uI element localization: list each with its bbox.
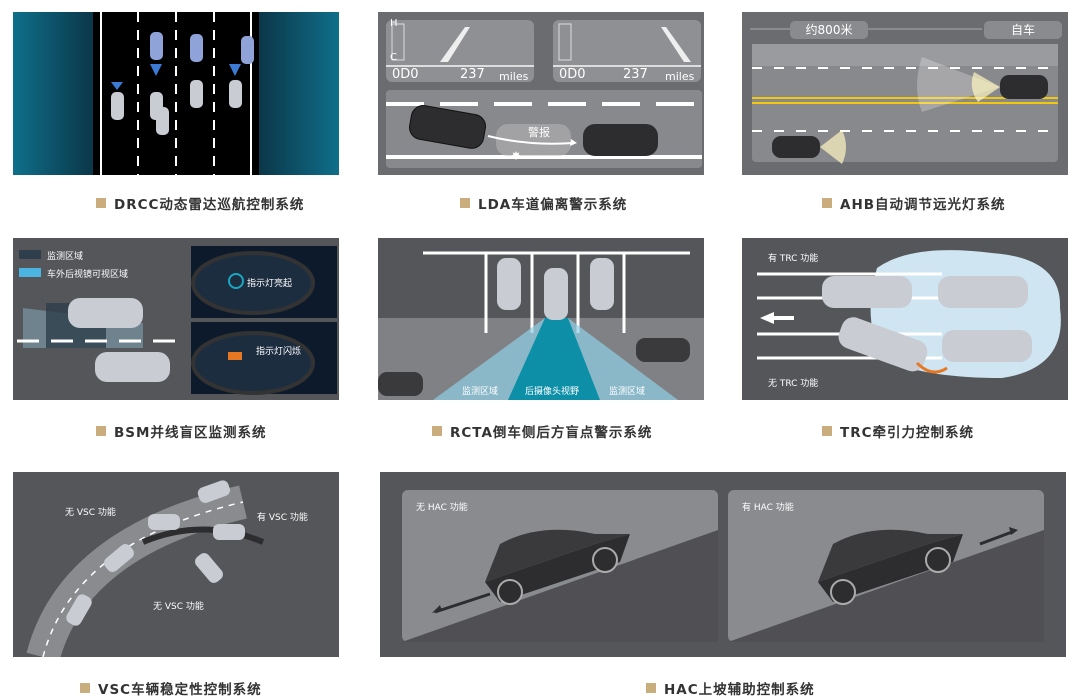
miles-value: 237 [623,67,648,82]
camera-label: 后摄像头视野 [525,387,580,397]
without-vsc-top: 无 VSC 功能 [65,508,116,518]
caption-lda: LDA车道偏离警示系统 [460,193,627,213]
miles-unit: miles [499,70,529,83]
caption-text: TRC牵引力控制系统 [840,425,975,441]
bullet-icon [822,198,832,208]
bullet-icon [432,426,442,436]
with-vsc-label: 有 VSC 功能 [257,513,308,523]
bullet-icon [460,198,470,208]
gauge-h-label: H [390,18,398,29]
warning-label: 警报 [528,126,550,139]
zone-right-label: 监测区域 [609,387,646,397]
caption-rcta: RCTA倒车侧后方盲点警示系统 [432,421,652,441]
with-trc-label: 有 TRC 功能 [768,254,819,264]
caption-text: RCTA倒车侧后方盲点警示系统 [450,425,653,441]
caption-ahb: AHB自动调节远光灯系统 [822,193,1006,213]
miles-unit: miles [665,70,695,83]
caption-bsm: BSM并线盲区监测系统 [96,421,266,441]
indicator-on-label: 指示灯亮起 [247,279,293,289]
bsm-illustration: 监测区域 车外后视镜可视区域 指示灯亮起 指示灯闪烁 [13,238,339,400]
caption-text: LDA车道偏离警示系统 [478,197,628,213]
bullet-icon [646,683,656,693]
without-hac-label: 无 HAC 功能 [416,503,468,513]
caption-text: DRCC动态雷达巡航控制系统 [114,197,305,213]
miles-value: 237 [460,67,485,82]
legend-mirror: 车外后视镜可视区域 [47,270,129,280]
hac-illustration: 无 HAC 功能 有 HAC 功能 [380,472,1066,657]
without-vsc-bottom: 无 VSC 功能 [153,602,204,612]
odo-label: 0D0 [392,67,419,82]
caption-trc: TRC牵引力控制系统 [822,421,974,441]
bullet-icon [822,426,832,436]
caption-hac: HAC上坡辅助控制系统 [646,678,815,698]
caption-vsc: VSC车辆稳定性控制系统 [80,678,262,698]
ahb-illustration: 约800米 自车 [742,12,1068,175]
svg-text:✸: ✸ [511,149,521,163]
trc-illustration: 有 TRC 功能 无 TRC 功能 [742,238,1068,400]
without-trc-label: 无 TRC 功能 [768,379,819,389]
vsc-illustration: 无 VSC 功能 有 VSC 功能 无 VSC 功能 [13,472,339,657]
caption-drcc: DRCC动态雷达巡航控制系统 [96,193,304,213]
odo-label: 0D0 [559,67,586,82]
bullet-icon [96,198,106,208]
with-hac-label: 有 HAC 功能 [742,503,794,513]
own-car-label: 自车 [984,21,1062,39]
rcta-illustration: 监测区域 后摄像头视野 监测区域 [378,238,704,400]
indicator-flash-label: 指示灯闪烁 [256,347,302,357]
legend-monitor: 监测区域 [47,252,84,262]
caption-text: AHB自动调节远光灯系统 [840,197,1006,213]
caption-text: BSM并线盲区监测系统 [114,425,267,441]
bullet-icon [80,683,90,693]
caption-text: HAC上坡辅助控制系统 [664,682,815,698]
bullet-icon [96,426,106,436]
distance-label: 约800米 [790,21,868,39]
drcc-illustration [13,12,339,175]
lda-illustration: ✸ H C 0D0 237 miles 0D0 237 miles 警报 [378,12,704,175]
zone-left-label: 监测区域 [462,387,499,397]
caption-text: VSC车辆稳定性控制系统 [98,682,262,698]
gauge-c-label: C [390,52,397,63]
